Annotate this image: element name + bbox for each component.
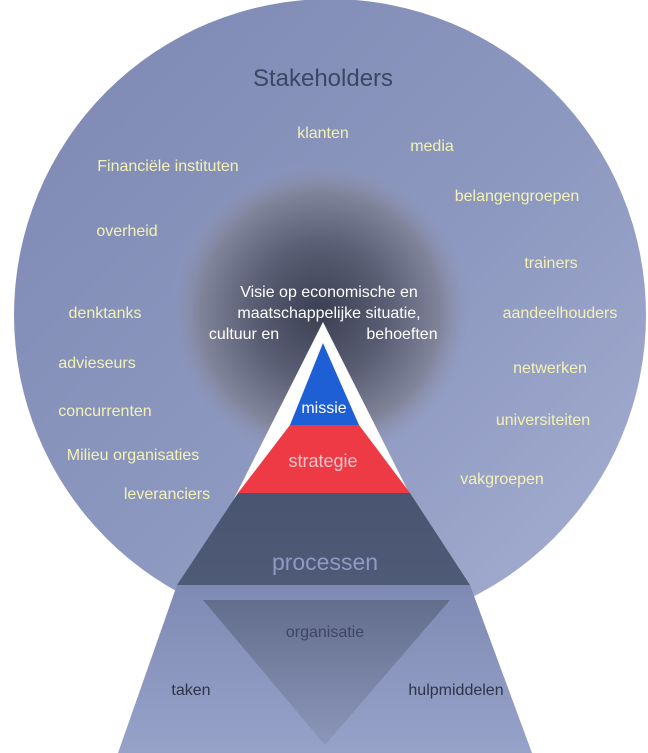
stakeholder-trade-groups: vakgroepen xyxy=(460,471,544,488)
vision-circle xyxy=(170,162,470,462)
stakeholder-media: media xyxy=(410,138,454,155)
vision-line-1: Visie op economische en xyxy=(240,284,418,301)
stakeholder-competitors: concurrenten xyxy=(58,403,151,420)
title: Stakeholders xyxy=(253,65,393,92)
strategy-label: strategie xyxy=(288,451,357,471)
stakeholder-trainers: trainers xyxy=(524,255,577,272)
stakeholder-think-tanks: denktanks xyxy=(69,305,142,322)
stakeholder-customers: klanten xyxy=(297,125,349,142)
vision-line-2: maatschappelijke situatie, xyxy=(237,305,420,322)
strategy-layer xyxy=(238,425,410,493)
stakeholder-shareholders: aandeelhouders xyxy=(503,305,618,322)
stakeholder-networks: netwerken xyxy=(513,360,587,377)
organisation-label: organisatie xyxy=(286,624,364,641)
processes-label: processen xyxy=(272,549,378,575)
stakeholder-environmental-organisations: Milieu organisaties xyxy=(67,447,200,464)
stakeholder-government: overheid xyxy=(96,223,157,240)
mission-layer xyxy=(290,343,359,425)
vision-line-3-right: behoeften xyxy=(366,326,437,343)
stakeholder-interest-groups: belangengroepen xyxy=(455,188,580,205)
vision-line-3-left: cultuur en xyxy=(209,326,279,343)
organisation-wedge xyxy=(203,600,450,745)
stakeholder-suppliers: leveranciers xyxy=(124,486,210,503)
processes-layer xyxy=(177,493,470,585)
stakeholder-financial-institutions: Financiële instituten xyxy=(97,158,238,175)
resources-label: hulpmiddelen xyxy=(408,682,503,699)
mission-label: missie xyxy=(301,400,346,417)
tasks-label: taken xyxy=(171,682,210,699)
stakeholder-advisors: advieseurs xyxy=(58,355,135,372)
stakeholder-universities: universiteiten xyxy=(496,412,590,429)
